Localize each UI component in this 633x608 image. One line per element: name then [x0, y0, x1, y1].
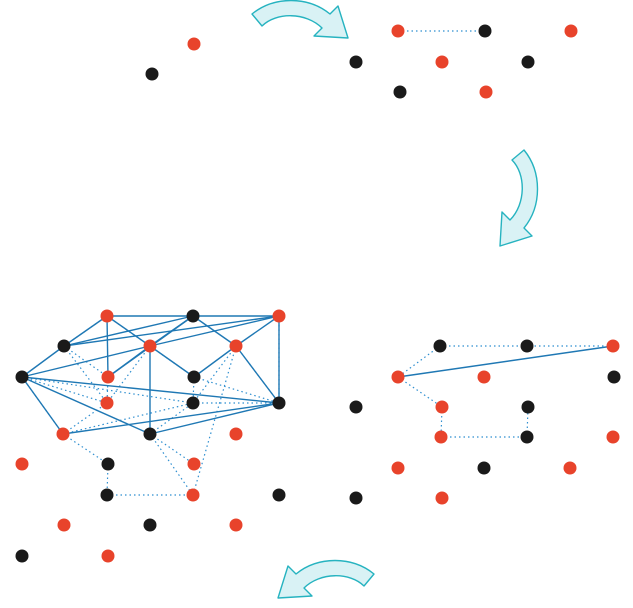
solid-edge: [149, 315, 280, 347]
red-node: [229, 427, 243, 441]
dotted-edge: [62, 402, 108, 435]
solid-edge: [235, 315, 280, 347]
panel-stage-3-edges: [397, 345, 614, 438]
solid-edge: [235, 345, 280, 404]
transition-arrow-3-to-4-icon: [277, 559, 375, 599]
red-node: [479, 85, 493, 99]
red-node: [435, 400, 449, 414]
solid-edge: [397, 345, 614, 378]
black-node: [57, 339, 71, 353]
black-node: [520, 430, 534, 444]
dotted-edge: [62, 433, 109, 465]
red-node: [56, 427, 70, 441]
black-node: [521, 400, 535, 414]
solid-edge: [21, 376, 280, 404]
red-node: [15, 457, 29, 471]
dotted-edge: [192, 345, 237, 404]
black-node: [349, 400, 363, 414]
panel-stage-2: [349, 24, 578, 99]
red-node: [101, 370, 115, 384]
panel-stage-1: [145, 37, 201, 81]
red-node: [187, 37, 201, 51]
dotted-edge: [21, 376, 194, 404]
dotted-edge: [63, 345, 108, 404]
solid-edge: [106, 315, 109, 378]
dotted-edge: [106, 345, 151, 404]
solid-edge: [21, 345, 151, 378]
red-node: [100, 309, 114, 323]
red-node: [435, 491, 449, 505]
dotted-edge: [192, 345, 237, 496]
panel-stage-4-edges: [21, 315, 280, 496]
transition-arrow-2-to-3-icon: [499, 149, 539, 247]
edges-layer: [21, 30, 614, 496]
red-node: [477, 370, 491, 384]
black-node: [349, 55, 363, 69]
red-node: [187, 457, 201, 471]
transition-arrow-1-to-2-icon: [251, 0, 349, 39]
red-node: [100, 396, 114, 410]
black-node: [393, 85, 407, 99]
black-node: [477, 461, 491, 475]
panel-stage-4: [15, 309, 286, 563]
solid-edge: [21, 376, 151, 435]
solid-edge: [63, 315, 280, 347]
dotted-edge: [397, 376, 443, 408]
solid-edge: [193, 345, 237, 378]
dotted-edge: [193, 376, 280, 404]
red-node: [391, 24, 405, 38]
red-node: [272, 309, 286, 323]
red-node: [57, 518, 71, 532]
black-node: [607, 370, 621, 384]
black-node: [143, 518, 157, 532]
red-node: [606, 339, 620, 353]
red-node: [435, 55, 449, 69]
solid-edge: [63, 315, 108, 347]
black-node: [349, 491, 363, 505]
black-node: [520, 339, 534, 353]
red-node: [143, 339, 157, 353]
arrows-layer: [251, 0, 539, 599]
black-node: [186, 396, 200, 410]
red-node: [434, 430, 448, 444]
solid-edge: [62, 402, 280, 435]
nodes-layer: [15, 24, 621, 563]
black-node: [478, 24, 492, 38]
black-node: [100, 488, 114, 502]
solid-edge: [63, 315, 194, 347]
red-node: [391, 370, 405, 384]
black-node: [143, 427, 157, 441]
black-node: [186, 309, 200, 323]
solid-edge: [21, 376, 64, 435]
black-node: [15, 549, 29, 563]
red-node: [563, 461, 577, 475]
black-node: [272, 488, 286, 502]
black-node: [187, 370, 201, 384]
red-node: [229, 339, 243, 353]
dotted-edge: [21, 376, 108, 404]
solid-edge: [21, 345, 65, 378]
solid-edge: [107, 345, 151, 378]
black-node: [15, 370, 29, 384]
dotted-edge: [149, 433, 194, 496]
solid-edge: [149, 402, 280, 435]
red-node: [564, 24, 578, 38]
black-node: [521, 55, 535, 69]
red-node: [101, 549, 115, 563]
black-node: [272, 396, 286, 410]
panel-stage-3: [349, 339, 621, 505]
black-node: [101, 457, 115, 471]
black-node: [145, 67, 159, 81]
solid-edge: [149, 345, 195, 378]
dotted-edge: [149, 433, 195, 465]
red-node: [606, 430, 620, 444]
red-node: [391, 461, 405, 475]
black-node: [433, 339, 447, 353]
red-node: [186, 488, 200, 502]
curved-arrow-shape: [251, 0, 349, 39]
red-node: [229, 518, 243, 532]
curved-arrow-shape: [277, 559, 375, 599]
curved-arrow-shape: [499, 149, 539, 247]
